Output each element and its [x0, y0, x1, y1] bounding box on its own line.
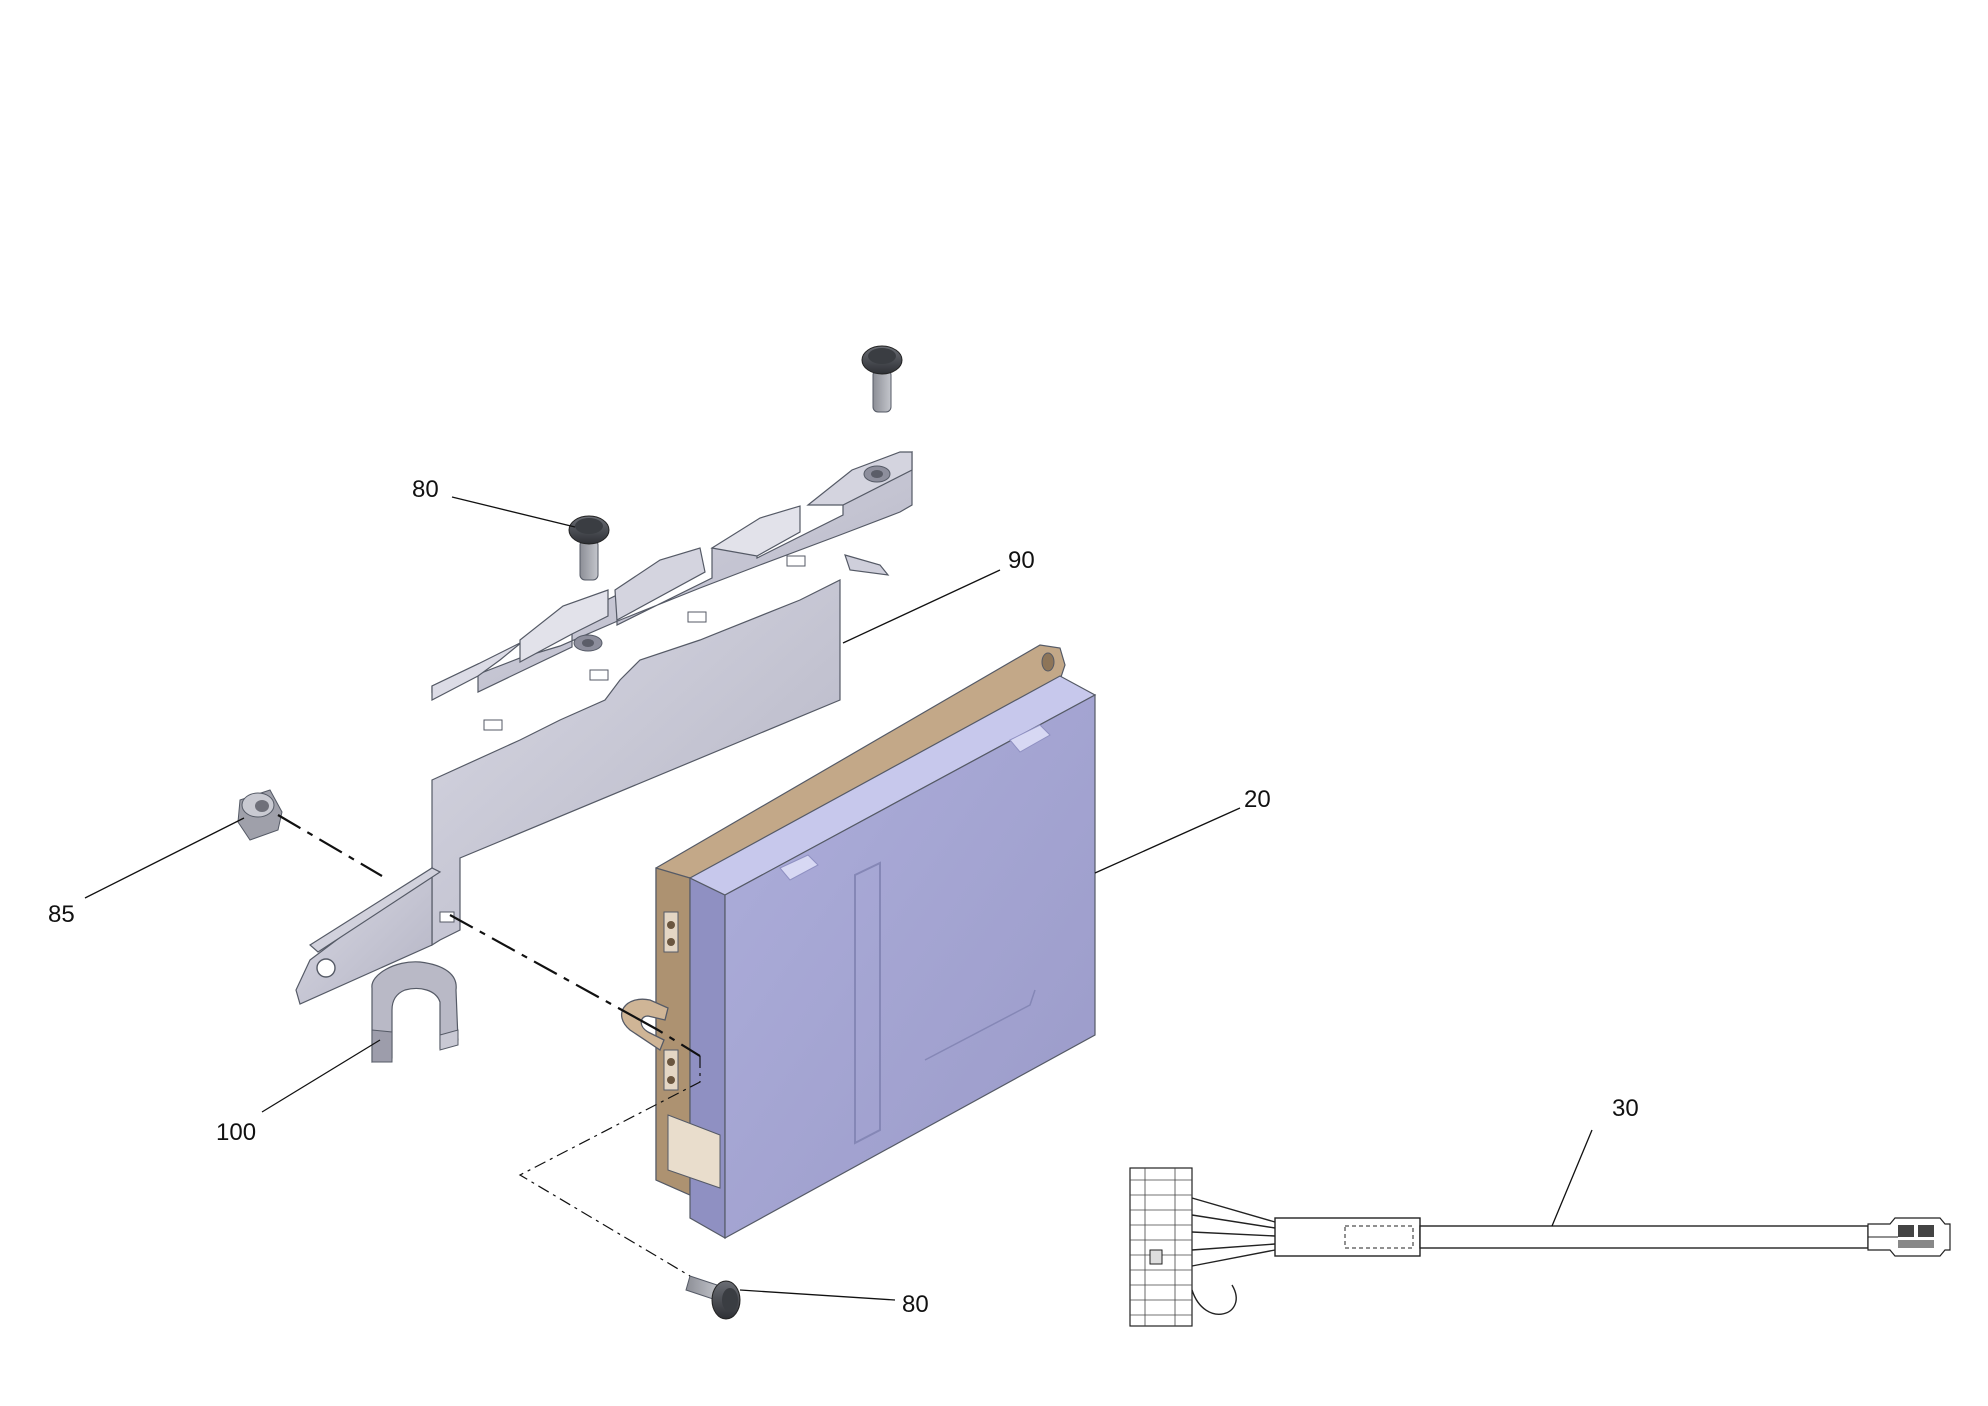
callout-bracket: 90	[1008, 547, 1035, 574]
mounting-bracket	[295, 451, 913, 1005]
callout-clip: 100	[216, 1119, 256, 1146]
assembly-path-lines	[277, 814, 701, 1277]
callout-cable: 30	[1612, 1095, 1639, 1122]
cage-nut	[237, 789, 283, 841]
wiring-harness	[1129, 1167, 1951, 1327]
leader-lines	[84, 496, 1593, 1301]
callout-nut: 85	[48, 901, 75, 928]
screw-top-left	[568, 515, 610, 581]
control-unit-housing	[620, 644, 1097, 1240]
screw-top-right	[861, 345, 903, 413]
screw-bottom	[685, 1275, 741, 1320]
callout-screw-bottom: 80	[902, 1291, 929, 1318]
callout-control-unit: 20	[1244, 786, 1271, 813]
callout-labels: 80 90 20 85 100 80 30	[48, 476, 1639, 1318]
callout-screw-top-left: 80	[412, 476, 439, 503]
cable-clip	[371, 961, 459, 1063]
